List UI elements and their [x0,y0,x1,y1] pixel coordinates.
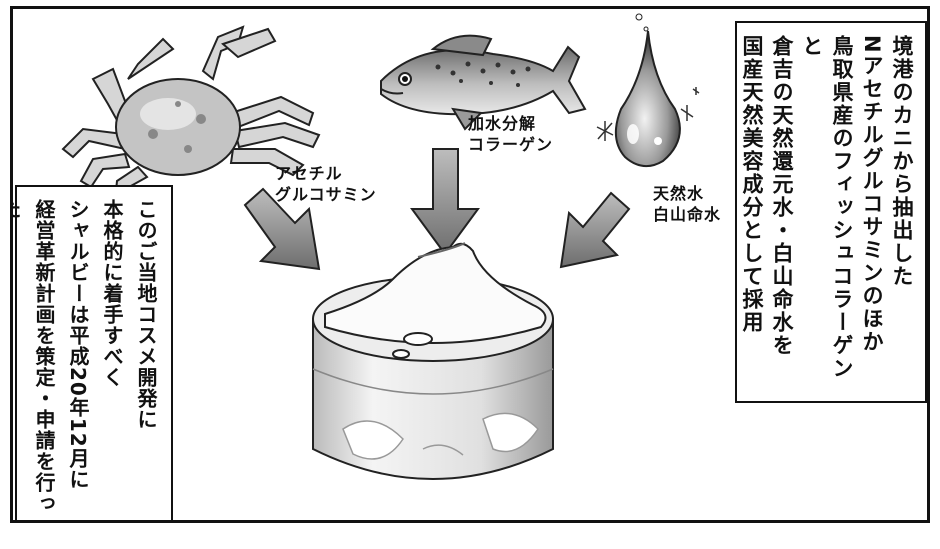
label-fish-line2: コラーゲン [468,135,554,154]
caption-left-line: 経営革新計画を策定・申請を行った [10,199,56,514]
fish-illustration [380,34,587,131]
caption-right-box: 境港のカニから抽出した Nアセチルグルコサミンのほか 鳥取県産のフィッシュコラー… [735,21,927,403]
crab-illustration [61,25,321,205]
caption-left-line: 本格的に着手すべく [100,199,124,388]
arrow-center [410,148,480,256]
illustration [61,13,700,480]
label-crab-line1: アセチル [275,164,343,183]
label-natural-water: 天然水 白山命水 [653,183,721,225]
caption-right-line: Nアセチルグルコサミンのほか [860,35,884,354]
caption-right-line: 国産天然美容成分として採用 [740,35,764,334]
caption-left-line: シャルビーは平成20年12月に [66,199,90,490]
caption-right-line: 境港のカニから抽出した [890,35,914,288]
comic-panel: アセチル グルコサミン 加水分解 コラーゲン 天然水 白山命水 境港のカニから抽… [10,6,930,523]
arrow-right [559,191,631,269]
caption-left-box: このご当地コスメ開発に 本格的に着手すべく シャルビーは平成20年12月に 経営… [13,185,173,520]
label-collagen: 加水分解 コラーゲン [468,113,553,155]
water-drop-illustration [596,13,700,168]
label-fish-line1: 加水分解 [468,114,537,133]
cream-jar-illustration [312,242,554,480]
label-water-line1: 天然水 [653,184,705,203]
caption-left-line: このご当地コスメ開発に [134,199,158,430]
caption-right-line: 倉吉の天然還元水・白山命水を [770,35,794,357]
label-crab-line2: グルコサミン [275,185,377,204]
label-acetylglucosamine: アセチル グルコサミン [275,163,377,205]
caption-right-line: 鳥取県産のフィッシュコラーゲンと [800,35,854,380]
arrow-left [243,187,321,271]
label-water-line2: 白山命水 [653,205,722,224]
